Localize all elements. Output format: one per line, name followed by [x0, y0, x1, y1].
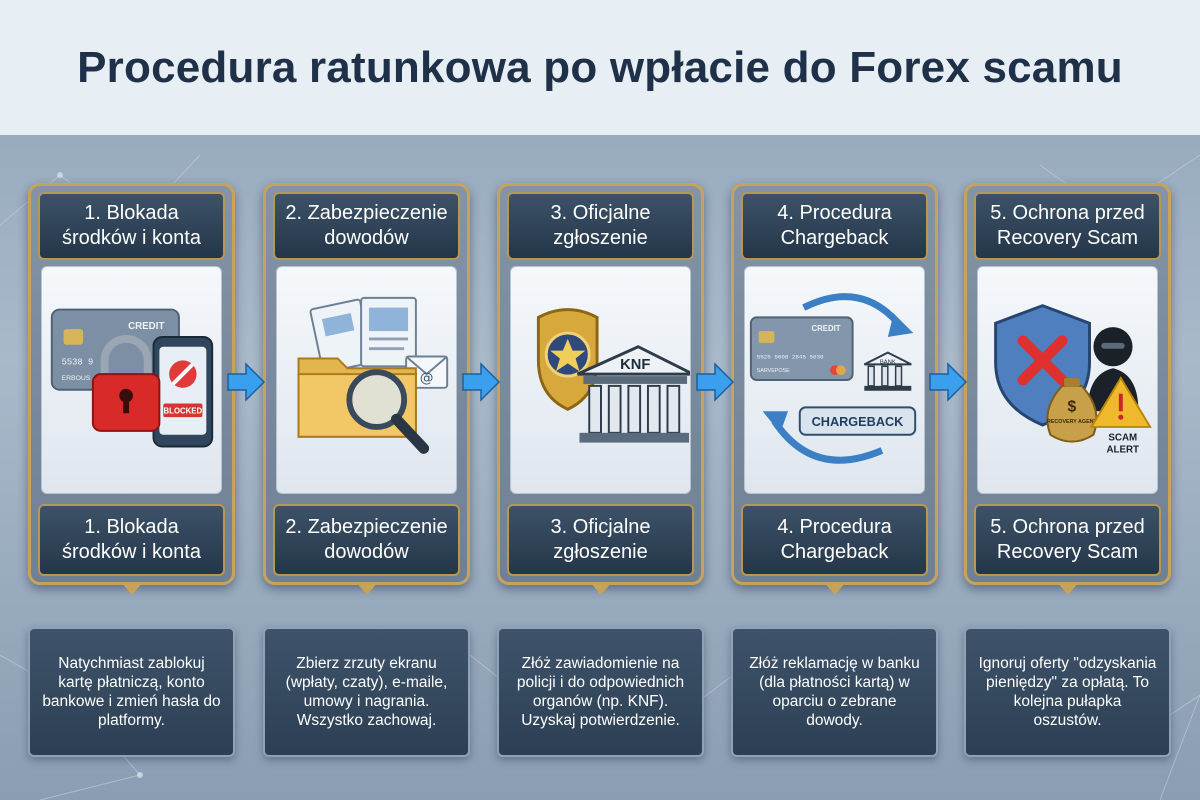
- step-3-title-top: 3. Oficjalne zgłoszenie: [507, 192, 694, 260]
- step-card-5: 5. Ochrona przed Recovery Scam $ RECOVER…: [964, 183, 1171, 595]
- step-4-title-bottom: 4. Procedura Chargeback: [741, 504, 928, 576]
- svg-text:RECOVERY AGENT: RECOVERY AGENT: [1047, 419, 1098, 425]
- page-title: Procedura ratunkowa po wpłacie do Forex …: [77, 42, 1123, 92]
- step-3-description: Złóż zawiadomienie na policji i do odpow…: [497, 627, 704, 757]
- police-badge-icon: [536, 308, 599, 411]
- step-1-title-bottom: 1. Blokada środków i konta: [38, 504, 225, 576]
- credit-card-icon: CREDIT 5525 5008 2845 5030 SARVEPOSE: [749, 316, 854, 381]
- svg-text:SARVEPOSE: SARVEPOSE: [757, 368, 790, 374]
- step-4-description: Złóż reklamację w banku (dla płatności k…: [731, 627, 938, 757]
- padlock-icon: [91, 335, 161, 432]
- step-5-illustration: $ RECOVERY AGENT SCAM ALERT: [977, 266, 1158, 494]
- step-2-description: Zbierz zrzuty ekranu (wpłaty, czaty), e-…: [263, 627, 470, 757]
- step-card-4: 4. Procedura Chargeback CREDIT 5525 5008…: [731, 183, 938, 595]
- magnifier-icon: [346, 369, 430, 454]
- step-2-pointer: [355, 582, 378, 595]
- step-2-title-bottom: 2. Zabezpieczenie dowodów: [273, 504, 460, 576]
- step-4-illustration: CREDIT 5525 5008 2845 5030 SARVEPOSE BAN…: [744, 266, 925, 494]
- card-1-label: CREDIT: [128, 321, 164, 332]
- warning-triangle-icon: SCAM ALERT: [1089, 376, 1152, 455]
- step-card-1: 1. Blokada środków i konta CREDIT 5538 9…: [28, 183, 235, 595]
- step-5-title-top: 5. Ochrona przed Recovery Scam: [974, 192, 1161, 260]
- cycle-arrows-icon: [762, 293, 914, 464]
- svg-text:CHARGEBACK: CHARGEBACK: [812, 414, 905, 429]
- step-5-pointer: [1056, 582, 1079, 595]
- step-1-illustration: CREDIT 5538 9 ERBOUS BLOCKED: [41, 266, 222, 494]
- step-5-title-bottom: 5. Ochrona przed Recovery Scam: [974, 504, 1161, 576]
- bank-icon: BANK: [863, 351, 912, 391]
- institution-building-icon: KNF: [576, 345, 690, 443]
- step-4-title-top: 4. Procedura Chargeback: [741, 192, 928, 260]
- step-1-pointer: [120, 582, 143, 595]
- flow-arrow-1-icon: [227, 362, 266, 402]
- svg-text:@: @: [420, 370, 434, 386]
- step-3-title-bottom: 3. Oficjalne zgłoszenie: [507, 504, 694, 576]
- step-5-description: Ignoruj oferty "odzyskania pieniędzy" za…: [964, 627, 1171, 757]
- blocked-phone-icon: BLOCKED: [152, 335, 214, 448]
- flow-arrow-3-icon: [696, 362, 735, 402]
- blocked-label: BLOCKED: [164, 407, 203, 416]
- step-card-2: 2. Zabezpieczenie dowodów @: [263, 183, 470, 595]
- flow-arrow-2-icon: [462, 362, 501, 402]
- svg-text:5525 5008 2845 5030: 5525 5008 2845 5030: [757, 353, 824, 360]
- svg-text:ERBOUS: ERBOUS: [62, 375, 91, 382]
- svg-text:$: $: [1068, 398, 1077, 415]
- flow-arrow-4-icon: [929, 362, 968, 402]
- svg-text:BANK: BANK: [880, 359, 896, 365]
- step-2-illustration: @: [276, 266, 457, 494]
- svg-text:5538 9: 5538 9: [62, 357, 94, 367]
- step-1-title-top: 1. Blokada środków i konta: [38, 192, 225, 260]
- step-4-pointer: [823, 582, 846, 595]
- step-3-illustration: KNF: [510, 266, 691, 494]
- authority-label: KNF: [620, 357, 650, 373]
- step-2-title-top: 2. Zabezpieczenie dowodów: [273, 192, 460, 260]
- step-card-3: 3. Oficjalne zgłoszenie KNF 3. Oficjalne…: [497, 183, 704, 595]
- money-bag-icon: $ RECOVERY AGENT: [1046, 378, 1098, 443]
- svg-text:ALERT: ALERT: [1106, 444, 1139, 455]
- svg-text:SCAM: SCAM: [1108, 433, 1137, 444]
- step-3-pointer: [589, 582, 612, 595]
- chargeback-badge: CHARGEBACK: [798, 406, 917, 436]
- header-bar: Procedura ratunkowa po wpłacie do Forex …: [0, 0, 1200, 135]
- documents-icon: [309, 296, 417, 374]
- step-1-description: Natychmiast zablokuj kartę płatniczą, ko…: [28, 627, 235, 757]
- card-4-label: CREDIT: [812, 324, 841, 333]
